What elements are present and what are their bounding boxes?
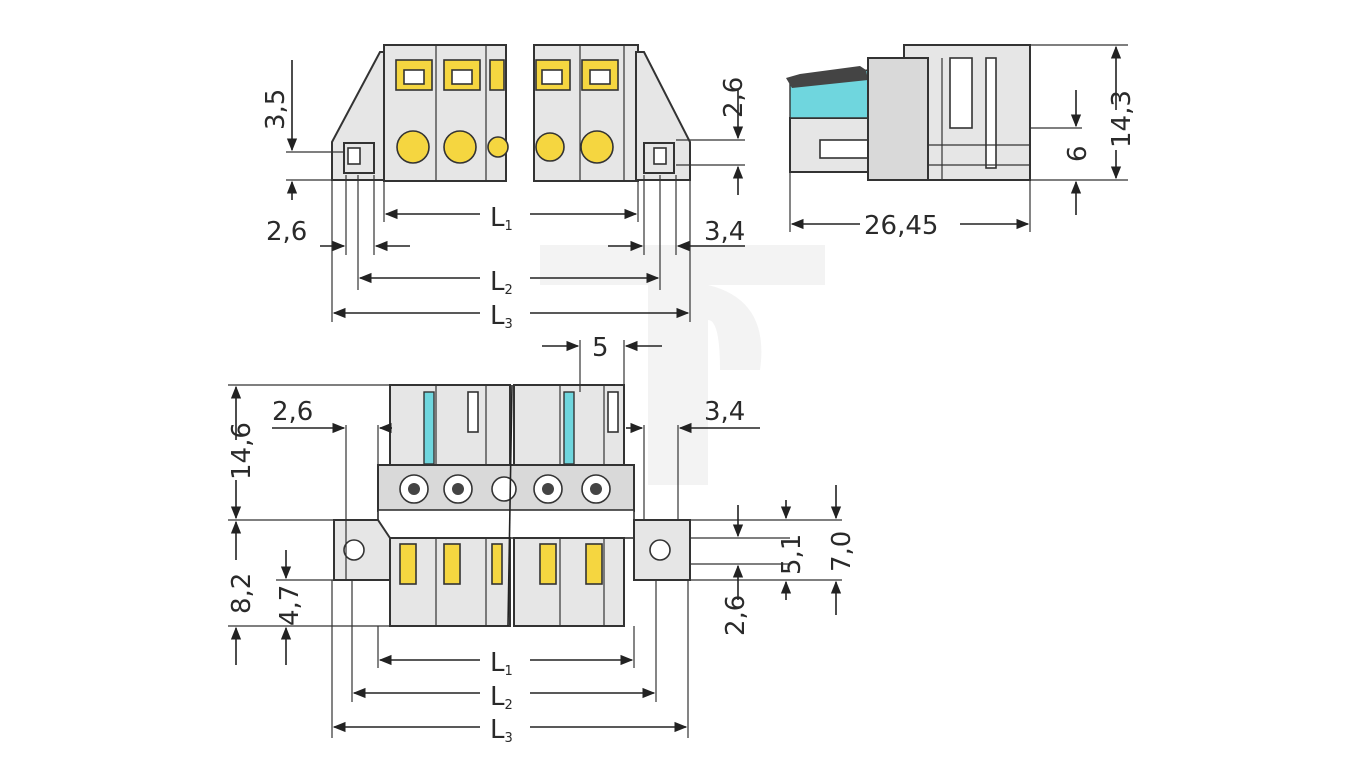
- dim-height-2-6-right: 2,6: [719, 77, 749, 118]
- dim-right-2-6: 2,6: [721, 595, 751, 636]
- dim-height-6: 6: [1063, 145, 1093, 162]
- dim-L2-top: L2: [490, 267, 513, 298]
- dim-pitch-5: 5: [592, 333, 609, 363]
- dim-pitch-3-5: 3,5: [261, 89, 291, 130]
- dim-small-right-3-4: 3,4: [704, 217, 745, 247]
- dim-height-14-3: 14,3: [1107, 90, 1137, 148]
- dim-small-right-3-4-bottom: 3,4: [704, 397, 745, 427]
- dim-small-left-2-6: 2,6: [266, 217, 307, 247]
- dim-small-left-2-6-bottom: 2,6: [272, 397, 313, 427]
- dim-height-8-2: 8,2: [227, 573, 257, 614]
- dim-height-14-6: 14,6: [227, 422, 257, 480]
- dim-right-5-1: 5,1: [777, 534, 807, 575]
- watermark: [540, 245, 825, 485]
- bottom-front-view: [228, 340, 842, 738]
- dim-depth-26-45: 26,45: [864, 211, 938, 241]
- dim-L3-bottom: L3: [490, 715, 513, 746]
- dim-L2-bottom: L2: [490, 682, 513, 713]
- dim-L1-bottom: L1: [490, 648, 513, 679]
- dim-L3-top: L3: [490, 301, 513, 332]
- dim-L1-top: L1: [490, 203, 513, 234]
- dim-right-7-0: 7,0: [827, 531, 857, 572]
- top-front-view: [286, 44, 745, 322]
- dim-height-4-7: 4,7: [275, 585, 305, 626]
- side-view: [786, 44, 1128, 232]
